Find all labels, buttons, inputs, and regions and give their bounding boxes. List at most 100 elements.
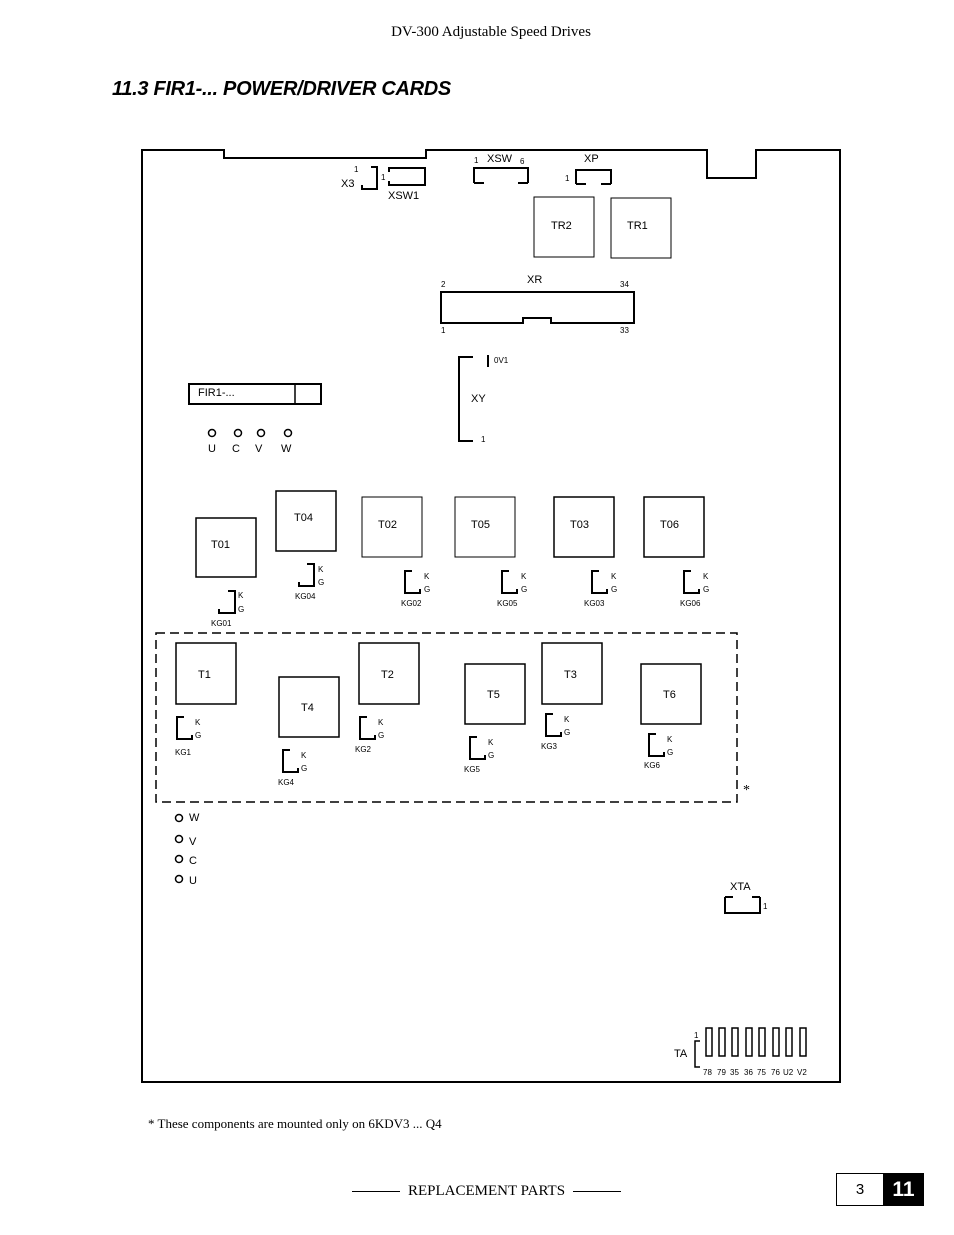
gate-g: G <box>667 748 673 757</box>
gate-k: K <box>667 735 673 744</box>
gate-k: K <box>521 572 527 581</box>
gate-connector <box>176 716 193 740</box>
xp-connector <box>575 169 612 185</box>
terminal-dot <box>174 874 184 884</box>
thyristor-label: T3 <box>564 669 577 681</box>
thyristor-label: T03 <box>570 519 589 531</box>
ta-terminal <box>772 1027 780 1057</box>
ta-terminal <box>785 1027 793 1057</box>
terminal-label: U <box>208 443 216 455</box>
gate-connector <box>359 716 376 740</box>
terminal-label: C <box>232 443 240 455</box>
thyristor-label: T01 <box>211 539 230 551</box>
gate-k: K <box>564 715 570 724</box>
gate-connector <box>404 570 421 594</box>
xsw-pin-6: 6 <box>520 157 525 166</box>
gate-k: K <box>703 572 709 581</box>
gate-g: G <box>611 585 617 594</box>
thyristor-box <box>640 663 702 725</box>
xp-pin-1: 1 <box>565 174 570 183</box>
gate-connector <box>501 570 518 594</box>
ta-pin-label: V2 <box>797 1068 807 1077</box>
xy-label: XY <box>471 393 486 405</box>
gate-k: K <box>301 751 307 760</box>
xr-pin-2: 2 <box>441 280 446 289</box>
gate-g: G <box>564 728 570 737</box>
tr2-box <box>533 196 595 258</box>
xsw1-connector <box>388 167 426 186</box>
ta-pin-label: 35 <box>730 1068 739 1077</box>
ta-terminal-strip <box>705 1027 807 1057</box>
gate-k: K <box>318 565 324 574</box>
gate-g: G <box>301 764 307 773</box>
terminal-label: W <box>281 443 292 455</box>
card-label-box <box>188 383 322 405</box>
page-number: 3 <box>836 1173 884 1206</box>
ta-pin-label: 75 <box>757 1068 766 1077</box>
gate-g: G <box>703 585 709 594</box>
thyristor-label: T2 <box>381 669 394 681</box>
footer-section-name: REPLACEMENT PARTS <box>408 1183 566 1199</box>
lower-gate-connectors: K G KG1 K G KG4 K G KG2 K G KG5 K G KG3 … <box>175 713 673 787</box>
top-terminals: U C V W <box>207 428 293 455</box>
terminal-dot <box>174 834 184 844</box>
thyristor-label: T5 <box>487 689 500 701</box>
tr1-box <box>610 197 672 259</box>
tr1-label: TR1 <box>627 220 648 232</box>
gate-label: KG4 <box>278 778 295 787</box>
gate-connector <box>469 736 486 760</box>
thyristor-box <box>278 676 340 738</box>
page-header: DV-300 Adjustable Speed Drives <box>391 24 591 40</box>
ta-pin-label: 78 <box>703 1068 712 1077</box>
optional-region <box>155 632 738 803</box>
thyristor-label: T04 <box>294 512 313 524</box>
gate-k: K <box>611 572 617 581</box>
gate-g: G <box>378 731 384 740</box>
card-label: FIR1-... <box>198 387 235 399</box>
ta-terminal <box>758 1027 766 1057</box>
gate-k: K <box>424 572 430 581</box>
gate-k: K <box>238 591 244 600</box>
x3-label: X3 <box>341 178 354 190</box>
xy-pin-1: 1 <box>481 435 486 444</box>
footer-rule-right <box>573 1191 622 1192</box>
ta-terminal <box>731 1027 739 1057</box>
terminal-label: V <box>255 443 263 455</box>
optional-marker: * <box>743 783 750 798</box>
gate-connector <box>218 590 236 614</box>
gate-g: G <box>521 585 527 594</box>
terminal-label: C <box>189 855 197 867</box>
thyristor-box <box>464 663 526 725</box>
ov1-label: 0V1 <box>494 356 509 365</box>
footer-section: REPLACEMENT PARTS <box>352 1183 622 1200</box>
chapter-number: 11 <box>883 1173 924 1206</box>
gate-k: K <box>195 718 201 727</box>
gate-g: G <box>238 605 244 614</box>
xr-connector <box>440 291 635 324</box>
terminal-dot <box>174 854 184 864</box>
xsw-pin-1: 1 <box>474 156 479 165</box>
thyristor-label: T06 <box>660 519 679 531</box>
terminal-dot <box>256 428 266 438</box>
xsw1-pin-1: 1 <box>381 173 386 182</box>
gate-label: KG3 <box>541 742 558 751</box>
gate-label: KG1 <box>175 748 192 757</box>
gate-label: KG05 <box>497 599 518 608</box>
ta-pin-label: U2 <box>783 1068 794 1077</box>
lower-thyristor-row: T1 T4 T2 T5 T3 T6 <box>175 642 702 738</box>
ta-pin-label: 36 <box>744 1068 753 1077</box>
gate-g: G <box>424 585 430 594</box>
xr-pin-34: 34 <box>620 280 629 289</box>
gate-label: KG5 <box>464 765 481 774</box>
gate-label: KG6 <box>644 761 661 770</box>
thyristor-label: T05 <box>471 519 490 531</box>
terminal-label: V <box>189 836 197 848</box>
thyristor-box <box>643 496 705 558</box>
terminal-label: U <box>189 875 197 887</box>
side-terminals: W V C U <box>174 812 200 887</box>
tr2-label: TR2 <box>551 220 572 232</box>
gate-k: K <box>488 738 494 747</box>
footnote: * These components are mounted only on 6… <box>148 1116 442 1131</box>
gate-connector <box>282 749 299 773</box>
section-title: 11.3 FIR1-... POWER/DRIVER CARDS <box>112 78 451 100</box>
